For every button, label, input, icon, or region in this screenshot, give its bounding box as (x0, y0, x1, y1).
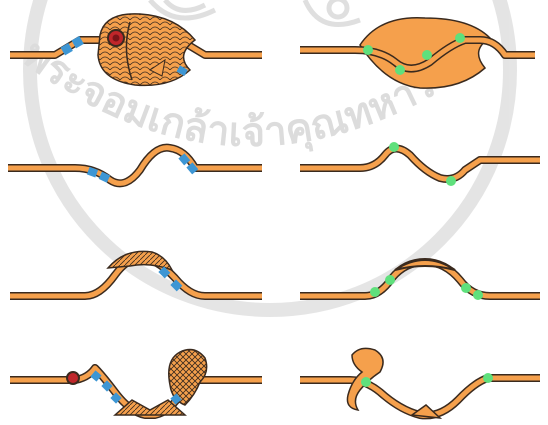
joint-marker (395, 65, 405, 75)
panel-bird-right (300, 348, 540, 418)
fish-ornament (98, 14, 195, 86)
bird-eye-icon (67, 372, 79, 384)
joint-marker (455, 33, 465, 43)
joint-marker (461, 283, 471, 293)
joint-marker (361, 377, 371, 387)
fish-pupil (113, 35, 120, 42)
joint-marker (473, 290, 483, 300)
joint-marker (422, 50, 432, 60)
joint-marker (483, 373, 493, 383)
panel-bird-left (10, 350, 262, 415)
panel-hump-right (300, 260, 540, 300)
watermark-emblem-left (150, 0, 215, 18)
watermark-emblem-right (305, 0, 360, 25)
joint-marker (385, 275, 395, 285)
joint-marker (370, 287, 380, 297)
joint-marker (389, 142, 399, 152)
joint-marker (363, 45, 373, 55)
joint-marker (446, 176, 456, 186)
